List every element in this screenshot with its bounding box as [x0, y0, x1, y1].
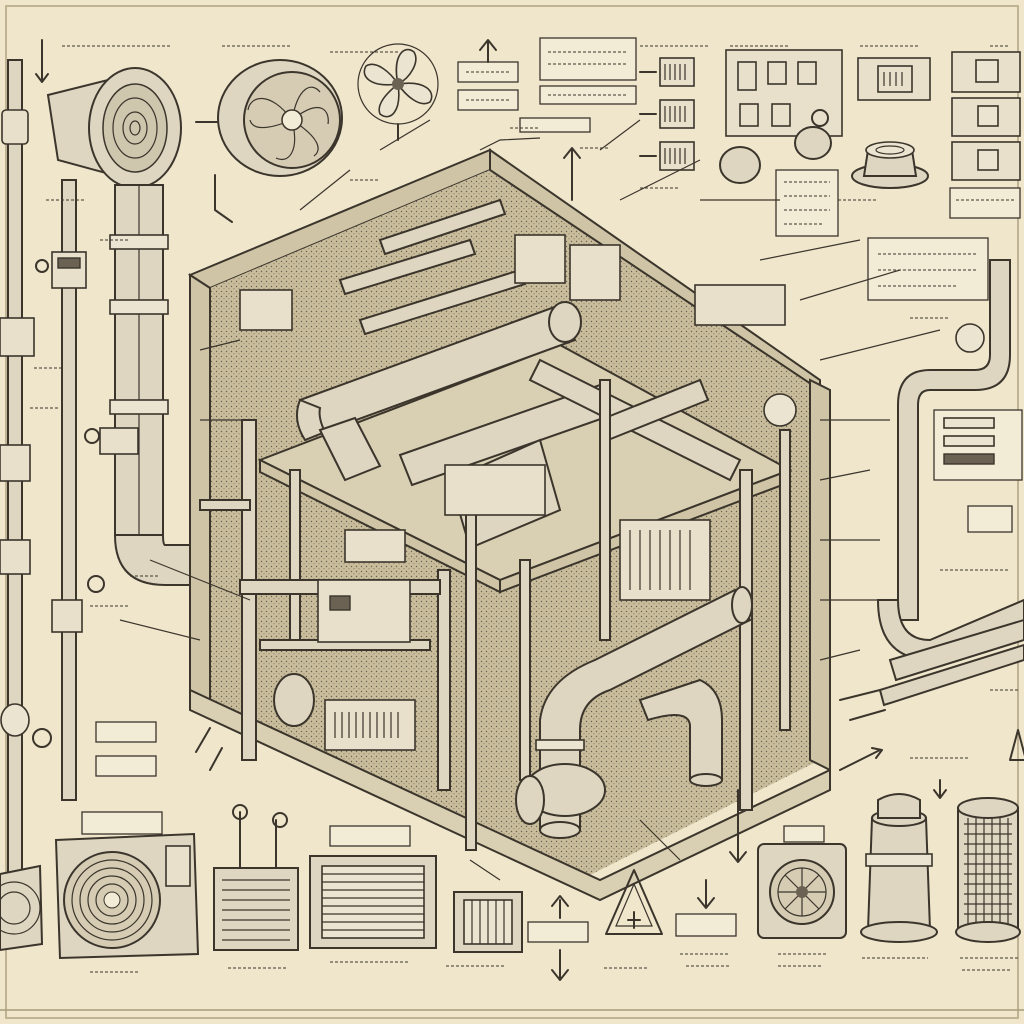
leader-lines — [35, 39, 947, 881]
right-legend-box — [933, 409, 1023, 533]
foreground-elbow-duct — [515, 586, 753, 839]
page-border — [5, 5, 1019, 1019]
main-duct-run — [295, 301, 742, 550]
air-handler-icon — [309, 825, 437, 949]
bottom-arrows — [95, 721, 737, 981]
right-callout-boxes — [775, 169, 1021, 301]
filter-panel-icon — [639, 57, 695, 171]
mesh-cylinder-icon — [955, 729, 1024, 943]
propeller-fan-icon — [357, 43, 439, 141]
vent-grille-icon — [453, 891, 523, 953]
canister-icon — [860, 793, 938, 943]
square-module-icon — [857, 51, 1021, 181]
callout-boxes-top — [457, 37, 637, 133]
cylindrical-duct-fan-icon — [46, 67, 211, 586]
louvered-grille-icon — [213, 804, 299, 951]
round-axial-fan-icon — [195, 59, 343, 177]
condenser-unit-icon — [0, 811, 200, 960]
round-diffuser-icon — [851, 141, 929, 189]
left-vertical-riser — [0, 59, 139, 941]
wall-fan-icon — [757, 825, 847, 939]
right-side-pipe — [839, 259, 1024, 721]
illegible-label-scribbles — [30, 45, 1020, 973]
control-module-icon — [719, 49, 843, 184]
room-equipment — [239, 234, 797, 751]
warning-triangle-icon — [605, 869, 663, 935]
